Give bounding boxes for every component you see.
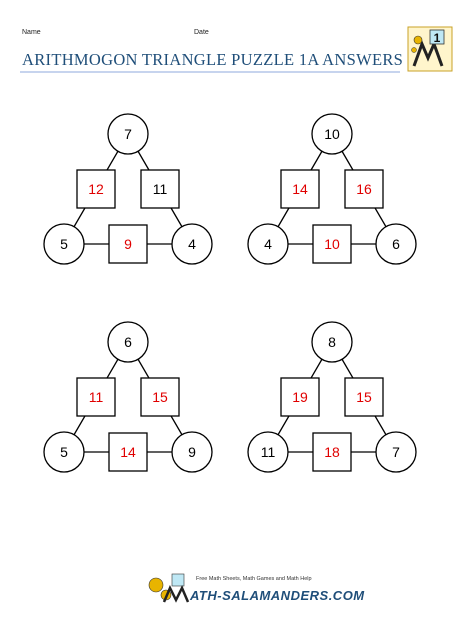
circle-top — [311, 321, 353, 363]
square-bottom-value: 9 — [124, 236, 132, 252]
arithmogon-puzzle-1: 7 5 4 12 11 9 — [43, 113, 213, 265]
date-label: Date — [194, 29, 209, 36]
name-label: Name — [22, 29, 41, 36]
circle-top-value: 10 — [324, 126, 340, 142]
footer-tagline: Free Math Sheets, Math Games and Math He… — [196, 576, 312, 582]
salamander-m-icon — [412, 39, 444, 67]
circle-right — [375, 431, 417, 473]
circle-left — [43, 431, 85, 473]
square-left — [76, 377, 116, 417]
circle-right — [375, 223, 417, 265]
square-right-value: 15 — [356, 389, 372, 405]
circle-right-value: 7 — [392, 444, 400, 460]
square-right — [344, 169, 384, 209]
circle-left — [247, 223, 289, 265]
circle-right-value: 9 — [188, 444, 196, 460]
square-bottom-value: 10 — [324, 236, 340, 252]
square-left-value: 14 — [292, 181, 308, 197]
circle-top-value: 8 — [328, 334, 336, 350]
square-right — [140, 169, 180, 209]
circle-left — [43, 223, 85, 265]
square-left — [280, 377, 320, 417]
arithmogon-puzzle-2: 10 4 6 14 16 10 — [247, 113, 417, 265]
square-left-value: 12 — [88, 181, 104, 197]
circle-right-value: 4 — [188, 236, 196, 252]
square-right-value: 16 — [356, 181, 372, 197]
circle-top-value: 7 — [124, 126, 132, 142]
badge-number: 1 — [434, 31, 441, 45]
puzzle-grid: 7 5 4 12 11 9 10 4 6 14 16 10 6 5 9 11 15 14 8 11 7 19 15 18 — [43, 113, 417, 473]
circle-top — [107, 321, 149, 363]
arithmogon-puzzle-4: 8 11 7 19 15 18 — [247, 321, 417, 473]
circle-right — [171, 223, 213, 265]
footer: Free Math Sheets, Math Games and Math He… — [148, 573, 365, 603]
square-bottom — [108, 432, 148, 472]
circle-left-value: 5 — [60, 444, 68, 460]
square-left-value: 19 — [292, 389, 308, 405]
circle-left-value: 4 — [264, 236, 272, 252]
circle-top-value: 6 — [124, 334, 132, 350]
square-bottom — [312, 224, 352, 264]
circle-right — [171, 431, 213, 473]
square-right — [140, 377, 180, 417]
square-left — [280, 169, 320, 209]
square-right — [344, 377, 384, 417]
square-left-value: 11 — [89, 389, 104, 405]
circle-left-value: 11 — [261, 444, 276, 460]
circle-top — [107, 113, 149, 155]
circle-top — [311, 113, 353, 155]
square-left — [76, 169, 116, 209]
salamander-logo-icon — [148, 573, 190, 603]
circle-left — [247, 431, 289, 473]
circle-right-value: 6 — [392, 236, 400, 252]
salamander-badge-logo: 1 — [407, 26, 453, 72]
square-bottom-value: 14 — [120, 444, 136, 460]
page-title: ARITHMOGON TRIANGLE PUZZLE 1A ANSWERS — [22, 50, 403, 69]
square-right-value: 15 — [152, 389, 168, 405]
arithmogon-puzzle-3: 6 5 9 11 15 14 — [43, 321, 213, 473]
square-right-value: 11 — [153, 181, 168, 197]
square-bottom-value: 18 — [324, 444, 340, 460]
square-bottom — [108, 224, 148, 264]
circle-left-value: 5 — [60, 236, 68, 252]
square-bottom — [312, 432, 352, 472]
footer-brand: ATH-SALAMANDERS.COM — [189, 588, 365, 603]
